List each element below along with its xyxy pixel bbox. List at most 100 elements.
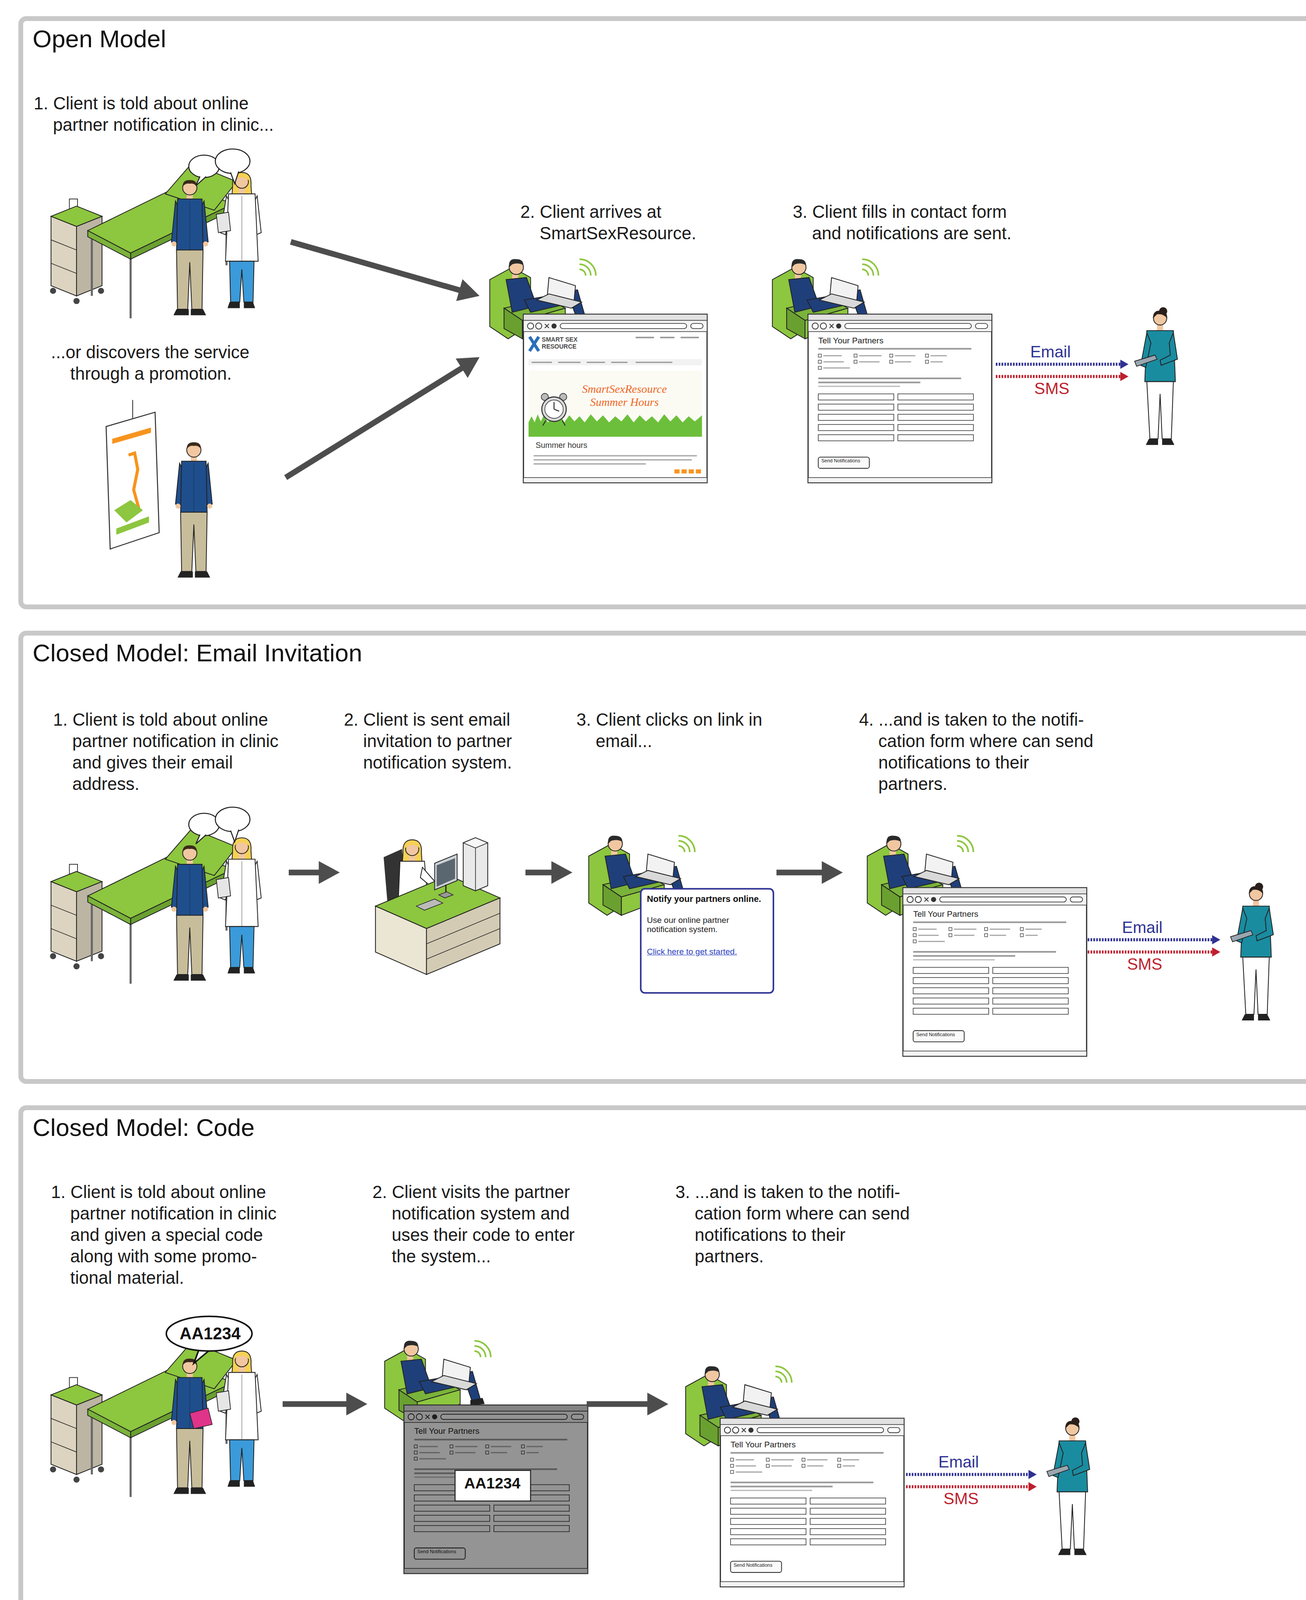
code-scenes-part bbox=[720, 1418, 904, 1588]
email-invitation-scenes-part bbox=[1087, 950, 1213, 954]
panel-band: Closed Model: Email Invitation 1. Client … bbox=[18, 630, 1306, 1085]
step-caption: 4. ...and is taken to the notifi- cation… bbox=[859, 709, 1094, 795]
panel-title: Open Model bbox=[32, 24, 747, 54]
open-model-scenes-part bbox=[1120, 359, 1129, 369]
form-heading: Tell Your Partners bbox=[414, 1426, 480, 1437]
code-scenes-part bbox=[906, 1473, 1029, 1477]
step-group: 1. Client is told about online partner n… bbox=[30, 89, 291, 320]
button-text: Send Notifications bbox=[733, 1562, 773, 1569]
email-invitation-scenes-part bbox=[903, 888, 1087, 1057]
popup-text: Use our online partner notification syst… bbox=[647, 915, 760, 935]
step-group: 2. Client arrives at SmartSexResource. bbox=[479, 198, 713, 490]
email-invitation-scenes-part bbox=[230, 829, 239, 843]
popup-heading: Notify your partners online. bbox=[647, 894, 772, 905]
step-caption: 2. Client visits the partner notificatio… bbox=[372, 1181, 587, 1268]
step-group: 1. Client is told about online partner n… bbox=[48, 1179, 283, 1501]
flow-arrow bbox=[776, 861, 844, 885]
email-invitation-scenes-part bbox=[1087, 938, 1213, 942]
reception-desk-part bbox=[416, 899, 443, 911]
open-model-scenes-part bbox=[1120, 371, 1129, 382]
channel-label: Email bbox=[1120, 918, 1165, 938]
email-invitation-scenes-part bbox=[1211, 947, 1221, 957]
email-invitation-scenes-part bbox=[215, 807, 250, 832]
reception-desk-part bbox=[375, 906, 427, 975]
email-invitation-scenes bbox=[49, 807, 1274, 1057]
code-scenes bbox=[49, 1316, 1090, 1587]
open-model-scenes-part bbox=[116, 516, 150, 535]
reception-desk-part bbox=[463, 837, 488, 891]
arrow-head bbox=[647, 1393, 669, 1416]
code-scenes-part bbox=[49, 1342, 262, 1498]
popup-link: Click here to get started. bbox=[647, 947, 768, 957]
button-text: Send Notifications bbox=[916, 1032, 956, 1038]
reception-desk-part bbox=[426, 898, 501, 975]
button-text: Send Notifications bbox=[821, 458, 861, 464]
open-model-scenes-part bbox=[995, 374, 1121, 379]
channel-label: SMS bbox=[1032, 379, 1072, 399]
step-caption: 1. Client is told about online partner n… bbox=[52, 709, 288, 795]
reception-desk-part bbox=[434, 854, 457, 891]
arrow-head bbox=[821, 861, 843, 885]
code-scenes-part bbox=[455, 1470, 531, 1502]
step-group: 3. ...and is taken to the notifi- cation… bbox=[668, 1179, 914, 1593]
flow-arrow bbox=[290, 241, 480, 302]
code-scenes-part bbox=[1028, 1470, 1037, 1480]
step-group: ...or discovers the service through a pr… bbox=[45, 339, 286, 593]
arrow-shaft bbox=[586, 1401, 651, 1408]
reception-desk-part bbox=[463, 837, 488, 848]
code-scenes-part bbox=[1046, 1417, 1090, 1556]
panel-title: Closed Model: Code bbox=[32, 1113, 952, 1143]
arrow-shaft bbox=[290, 241, 463, 291]
open-model-scenes-part bbox=[230, 171, 239, 184]
step-caption: 3. Client fills in contact form and noti… bbox=[792, 201, 1020, 245]
open-model-scenes-part bbox=[215, 149, 250, 174]
site-logo: SMART SEX RESOURCE bbox=[541, 336, 587, 351]
reception-desk-part bbox=[436, 858, 456, 887]
step-group: 1. Client is told about online partner n… bbox=[49, 706, 289, 962]
open-model-scenes-part bbox=[106, 412, 160, 550]
form-heading: Tell Your Partners bbox=[730, 1440, 796, 1450]
channel-label: Email bbox=[936, 1453, 981, 1473]
arrow-shaft bbox=[525, 869, 555, 876]
open-model-scenes-part bbox=[196, 176, 207, 186]
step-group: 4. ...and is taken to the notifi- cation… bbox=[842, 706, 1094, 1064]
step-caption: 1. Client is told about online partner n… bbox=[51, 1181, 282, 1289]
form-heading: Tell Your Partners bbox=[818, 336, 884, 346]
code-scenes-part bbox=[403, 1405, 588, 1574]
arrow-head bbox=[551, 861, 573, 885]
flow-arrow bbox=[288, 861, 340, 885]
arrow-head bbox=[346, 1393, 368, 1416]
arrow-shaft bbox=[282, 1401, 350, 1408]
arrow-head bbox=[456, 279, 480, 302]
open-model-scenes-part bbox=[175, 442, 213, 578]
site-banner: SmartSexResource Summer Hours bbox=[567, 382, 682, 410]
code-scenes-part bbox=[166, 1316, 253, 1352]
step-caption: 3. ...and is taken to the notifi- cation… bbox=[675, 1181, 913, 1268]
arrow-shaft bbox=[285, 366, 465, 478]
channel-label: Email bbox=[1028, 343, 1073, 362]
panel-band: Open Model 1. Client is told about online… bbox=[18, 16, 1306, 610]
reception-desk-part bbox=[405, 841, 420, 848]
email-invitation-scenes-part bbox=[1230, 882, 1274, 1021]
open-model-scenes bbox=[49, 149, 1178, 578]
flow-arrow bbox=[586, 1393, 669, 1416]
code-scenes-part bbox=[906, 1485, 1029, 1489]
code-entry: AA1234 bbox=[464, 1474, 521, 1493]
panel-title: Closed Model: Email Invitation bbox=[32, 638, 952, 668]
code-bubble-text: AA1234 bbox=[179, 1324, 241, 1345]
email-invitation-scenes-part bbox=[640, 889, 774, 994]
reception-desk bbox=[375, 837, 501, 975]
open-model-scenes-part bbox=[112, 427, 152, 444]
flow-arrow bbox=[525, 861, 573, 885]
step-caption: 1. Client is told about online partner n… bbox=[33, 92, 289, 136]
reception-desk-part bbox=[438, 892, 454, 899]
open-model-scenes-part bbox=[188, 155, 220, 178]
open-model-scenes-part bbox=[128, 453, 139, 509]
email-invitation-scenes-part bbox=[49, 828, 262, 984]
site-heading: Summer hours bbox=[535, 441, 588, 451]
arrow-head bbox=[455, 357, 480, 379]
arrow-shaft bbox=[776, 869, 826, 876]
code-scenes-part bbox=[189, 1408, 213, 1429]
email-invitation-scenes-part bbox=[196, 834, 207, 844]
